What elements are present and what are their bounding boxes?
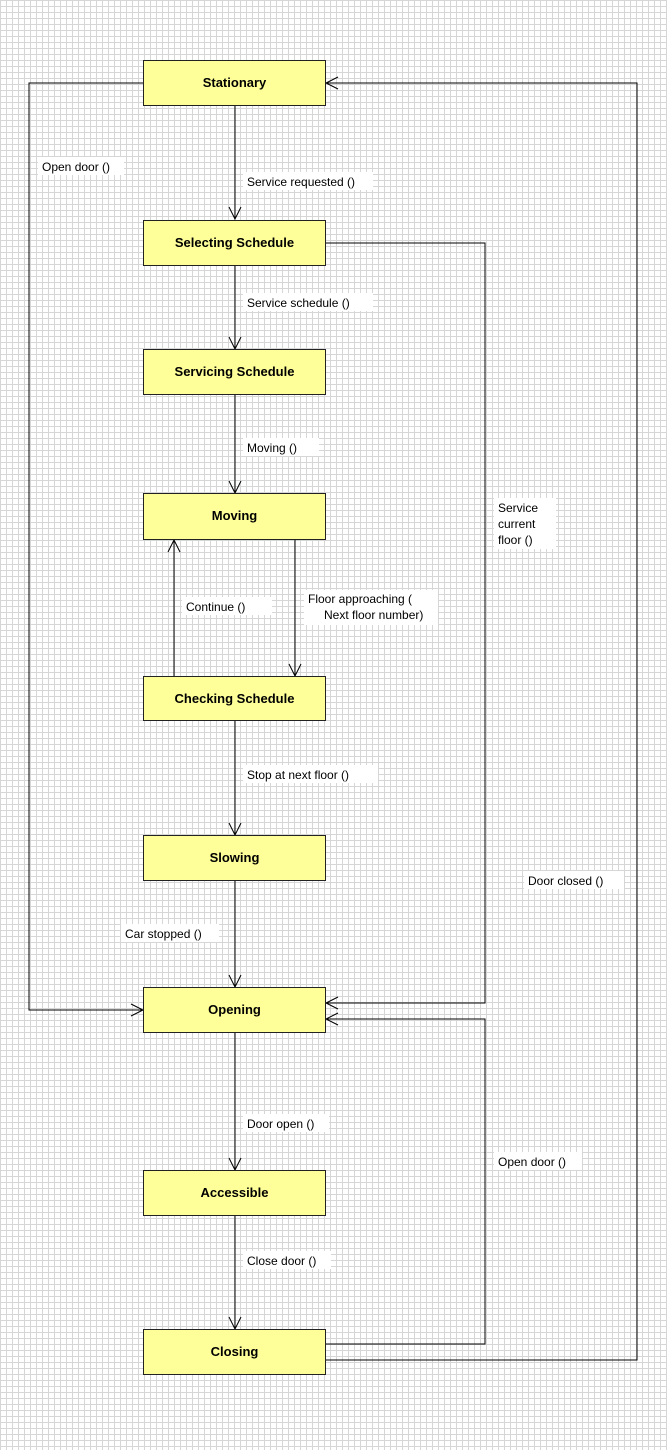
label-door-open: Door open ()	[247, 1117, 314, 1131]
state-stationary-label: Stationary	[203, 75, 267, 90]
label-close-door: Close door ()	[247, 1254, 316, 1268]
state-selecting-schedule: Selecting Schedule	[143, 220, 326, 266]
label-service-current-floor-line2: current	[498, 517, 536, 531]
state-checking-schedule: Checking Schedule	[143, 676, 326, 721]
label-service-schedule: Service schedule ()	[247, 296, 350, 310]
label-open-door-left: Open door ()	[42, 160, 110, 174]
label-service-requested: Service requested ()	[247, 175, 355, 189]
label-stop-at-next-floor: Stop at next floor ()	[247, 768, 349, 782]
state-selecting-schedule-label: Selecting Schedule	[175, 235, 294, 250]
state-accessible: Accessible	[143, 1170, 326, 1216]
state-accessible-label: Accessible	[201, 1185, 269, 1200]
label-moving: Moving ()	[247, 441, 297, 455]
label-floor-approaching-line2: Next floor number)	[324, 608, 423, 622]
state-opening: Opening	[143, 987, 326, 1033]
label-car-stopped: Car stopped ()	[125, 927, 202, 941]
state-servicing-schedule: Servicing Schedule	[143, 349, 326, 395]
label-service-current-floor-line1: Service	[498, 501, 538, 515]
edge-door-closed	[325, 82, 638, 1361]
arrowhead-service-requested	[228, 206, 242, 221]
state-opening-label: Opening	[208, 1002, 261, 1017]
state-closing-label: Closing	[211, 1344, 259, 1359]
label-service-current-floor-line3: floor ()	[498, 533, 533, 547]
label-floor-approaching-line1: Floor approaching (	[308, 592, 412, 606]
state-moving: Moving	[143, 493, 326, 540]
label-open-door-right: Open door ()	[498, 1155, 566, 1169]
state-checking-schedule-label: Checking Schedule	[175, 691, 295, 706]
label-door-closed: Door closed ()	[528, 874, 603, 888]
state-slowing-label: Slowing	[210, 850, 260, 865]
state-moving-label: Moving	[212, 508, 258, 523]
edge-open-door-left	[28, 82, 143, 1011]
transition-labels: Service requested () Service schedule ()…	[38, 157, 624, 1269]
label-continue: Continue ()	[186, 600, 245, 614]
state-stationary: Stationary	[143, 60, 326, 106]
state-servicing-schedule-label: Servicing Schedule	[175, 364, 295, 379]
edge-open-door-right	[325, 1018, 486, 1345]
transition-lines	[28, 76, 638, 1361]
edge-service-current-floor	[325, 242, 486, 1004]
state-closing: Closing	[143, 1329, 326, 1375]
state-slowing: Slowing	[143, 835, 326, 881]
